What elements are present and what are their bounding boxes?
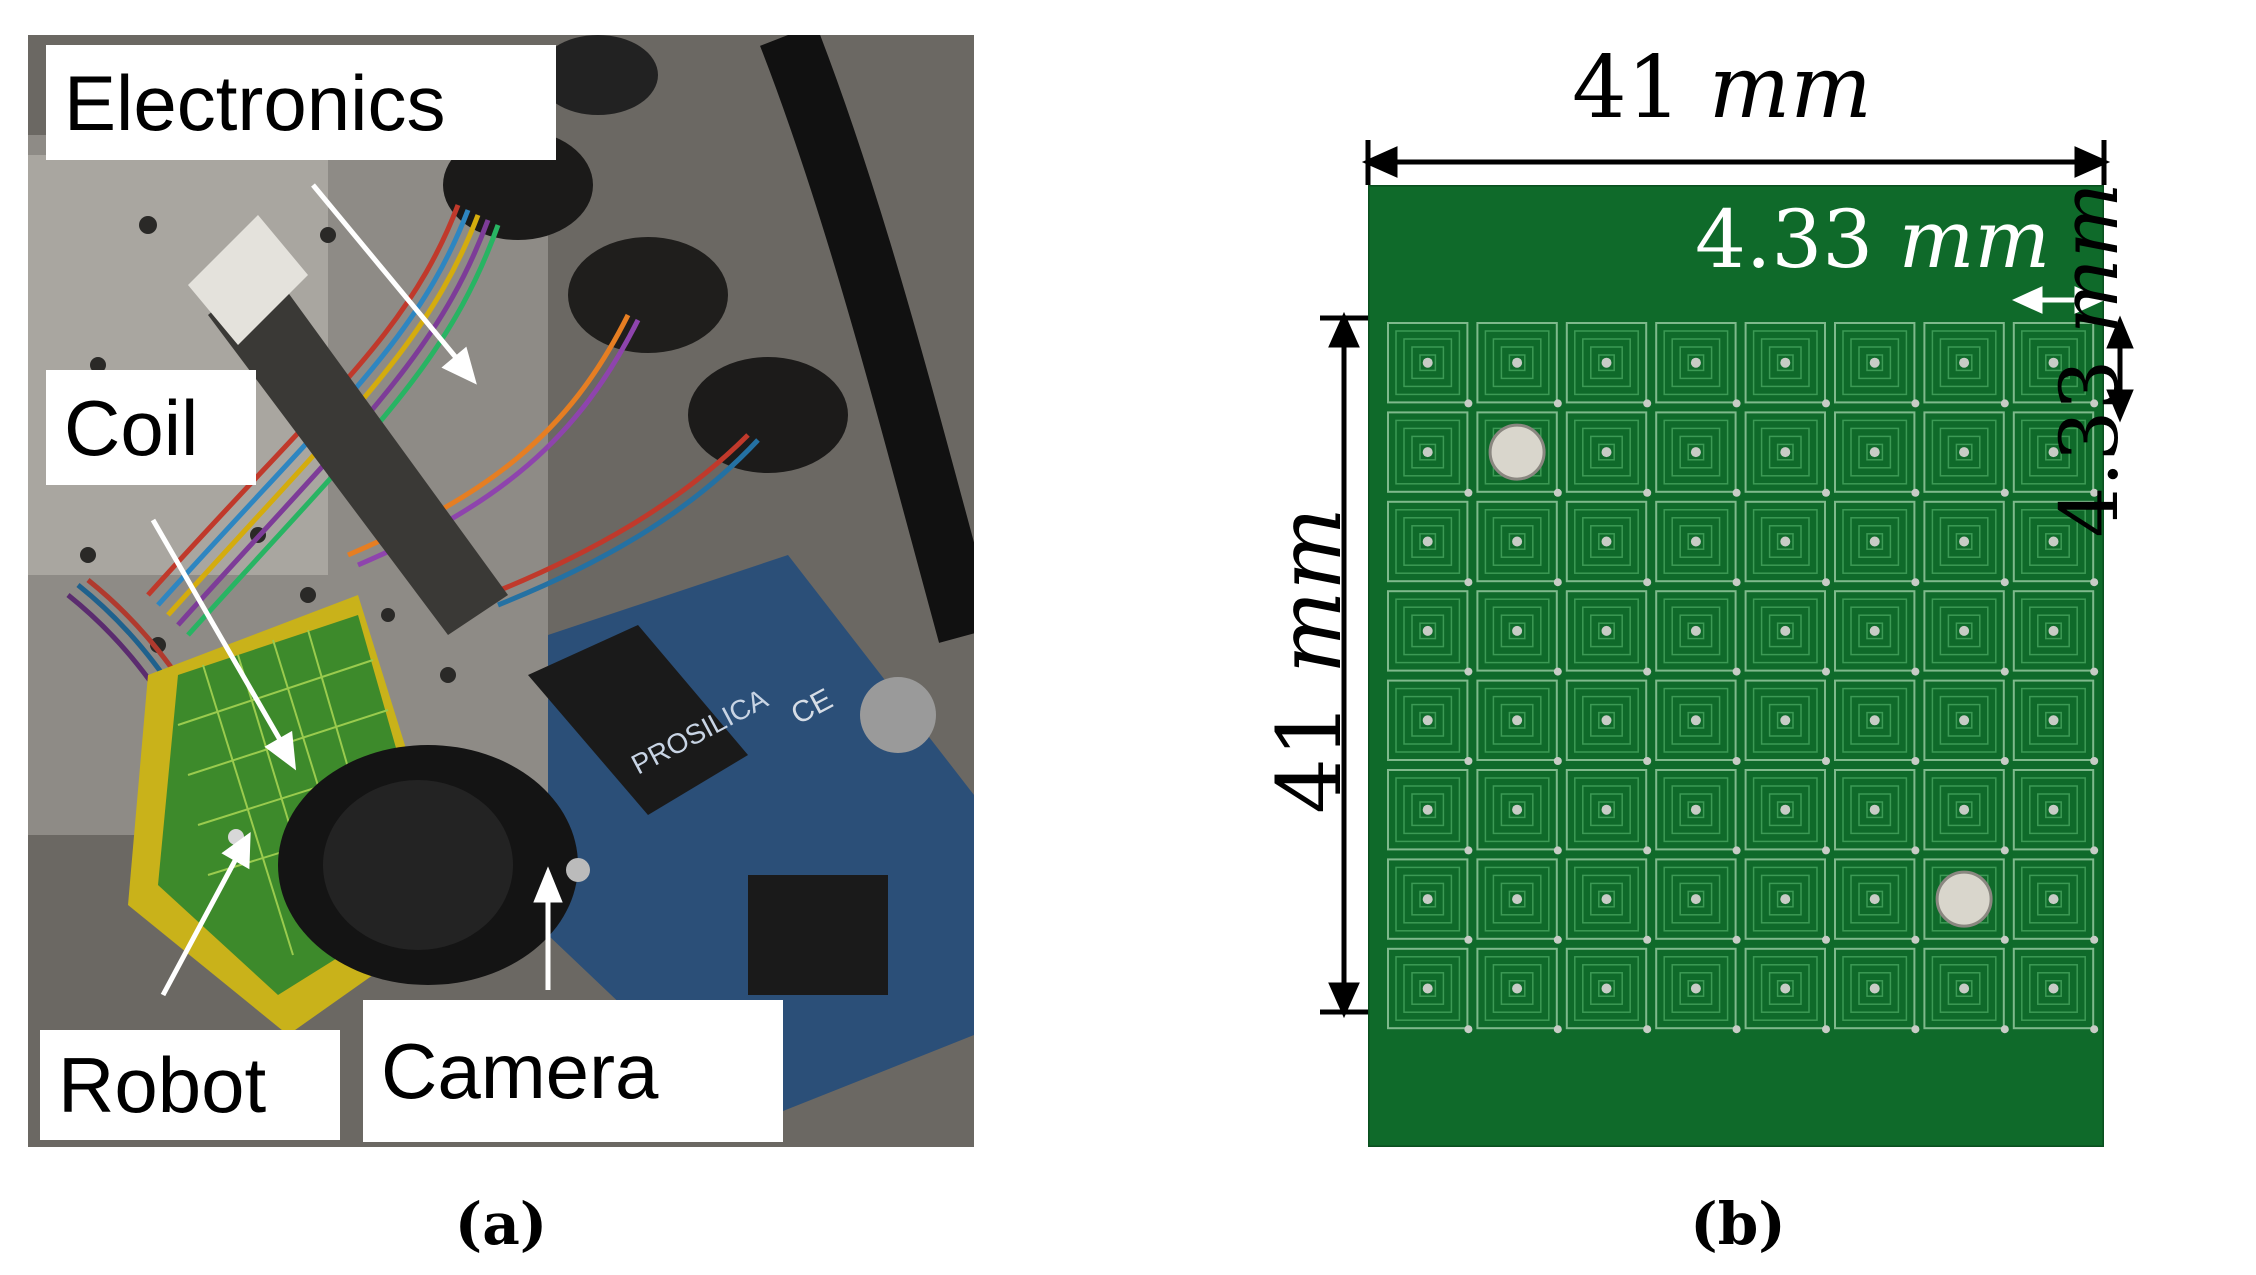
coil-cell (1655, 500, 1741, 587)
setup-photo-illustration: PROSILICA CE (28, 35, 974, 1147)
coil-cell (1744, 322, 1830, 408)
coil-cell (2012, 411, 2099, 497)
coil-cell (2012, 858, 2099, 944)
coil-cell (1923, 500, 2009, 587)
coil-cell (1387, 322, 1473, 408)
electronics-label: Electronics (46, 45, 556, 160)
coil-cell (1565, 769, 1652, 855)
pitch-vertical-value: 4.33 (2043, 359, 2136, 538)
pitch-vertical-unit: mm (2043, 182, 2136, 335)
coil-cell (1923, 590, 2009, 676)
coil-cell (1744, 858, 1830, 944)
coil-cell (1476, 858, 1562, 944)
coil-label: Coil (46, 370, 256, 485)
coil-cell (1387, 590, 1473, 676)
coil-cell (1834, 679, 1920, 765)
coil-cell (1834, 947, 1920, 1034)
coil-cell (2012, 769, 2099, 855)
annotation-arrows (150, 183, 563, 997)
coil-cell (2012, 590, 2099, 676)
caption-b: (b) (1690, 1190, 1786, 1258)
coil-cell (1744, 590, 1830, 676)
coil-cell (1565, 947, 1652, 1034)
coil-cell (1565, 500, 1652, 587)
coil-cell (1387, 411, 1473, 497)
height-dimension: 41 mm (1258, 507, 1361, 814)
coil-cell (1565, 411, 1652, 497)
coil-cell (1834, 322, 1920, 408)
coil-cell (1744, 947, 1830, 1034)
coil-cell (1923, 947, 2009, 1034)
coil-cell (1387, 769, 1473, 855)
coil-cell (1476, 500, 1562, 587)
width-unit: mm (1708, 38, 1872, 138)
setup-photo: PROSILICA CE Electronics Coil Robot Came… (28, 35, 974, 1147)
coil-cell (2012, 322, 2099, 408)
coil-cell (1655, 590, 1741, 676)
coil-cell (1476, 322, 1562, 408)
coil-cell (1744, 411, 1830, 497)
height-value: 41 (1258, 702, 1361, 814)
coil-cell (1744, 769, 1830, 855)
coil-cell (1923, 411, 2009, 497)
coil-cell (1655, 947, 1741, 1034)
coil-cell (1476, 679, 1562, 765)
pitch-vertical-dimension: 4.33 mm (2043, 150, 2136, 570)
pitch-horizontal-dimension: 4.33 mm (1695, 200, 2050, 280)
coil-cell (1923, 679, 2009, 765)
coil-cell (2012, 947, 2099, 1034)
coil-cell (1387, 679, 1473, 765)
coil-cell (1655, 411, 1741, 497)
coil-cell (1834, 590, 1920, 676)
robot-label: Robot (40, 1030, 340, 1140)
coil-cell (1565, 679, 1652, 765)
coil-cell (1565, 322, 1652, 408)
height-unit: mm (1258, 507, 1361, 675)
coil-cell (2012, 500, 2099, 587)
coil-cell (1744, 500, 1830, 587)
magnet-robot (1488, 423, 1546, 481)
coil-cell (1834, 411, 1920, 497)
coil-cell (1655, 679, 1741, 765)
coil-cell (1655, 322, 1741, 408)
coil-cell (1744, 679, 1830, 765)
coil-cell (1655, 858, 1741, 944)
coil-cell (1834, 500, 1920, 587)
coil-cell (1476, 590, 1562, 676)
coil-cell (1923, 769, 2009, 855)
coil-cell (1834, 769, 1920, 855)
coil-cell (1834, 858, 1920, 944)
coil-cell (1565, 590, 1652, 676)
camera-label: Camera (363, 1000, 783, 1142)
coil-cell (1565, 858, 1652, 944)
coil-cell (1387, 947, 1473, 1034)
pitch-horizontal-value: 4.33 (1695, 193, 1874, 286)
coil-cell (2012, 679, 2099, 765)
coil-cell (1476, 947, 1562, 1034)
pitch-horizontal-unit: mm (1898, 193, 2051, 286)
coil-cell (1655, 769, 1741, 855)
coil-array-pcb (1368, 185, 2104, 1147)
magnet-robot (1935, 870, 1993, 928)
coil-cell (1387, 858, 1473, 944)
caption-a: (a) (454, 1190, 548, 1258)
coil-cell (1923, 322, 2009, 408)
coil-cell (1476, 769, 1562, 855)
width-value: 41 (1572, 38, 1682, 138)
coil-grid (1387, 322, 2099, 1034)
coil-cell (1387, 500, 1473, 587)
width-dimension: 41 mm (1572, 45, 1872, 131)
